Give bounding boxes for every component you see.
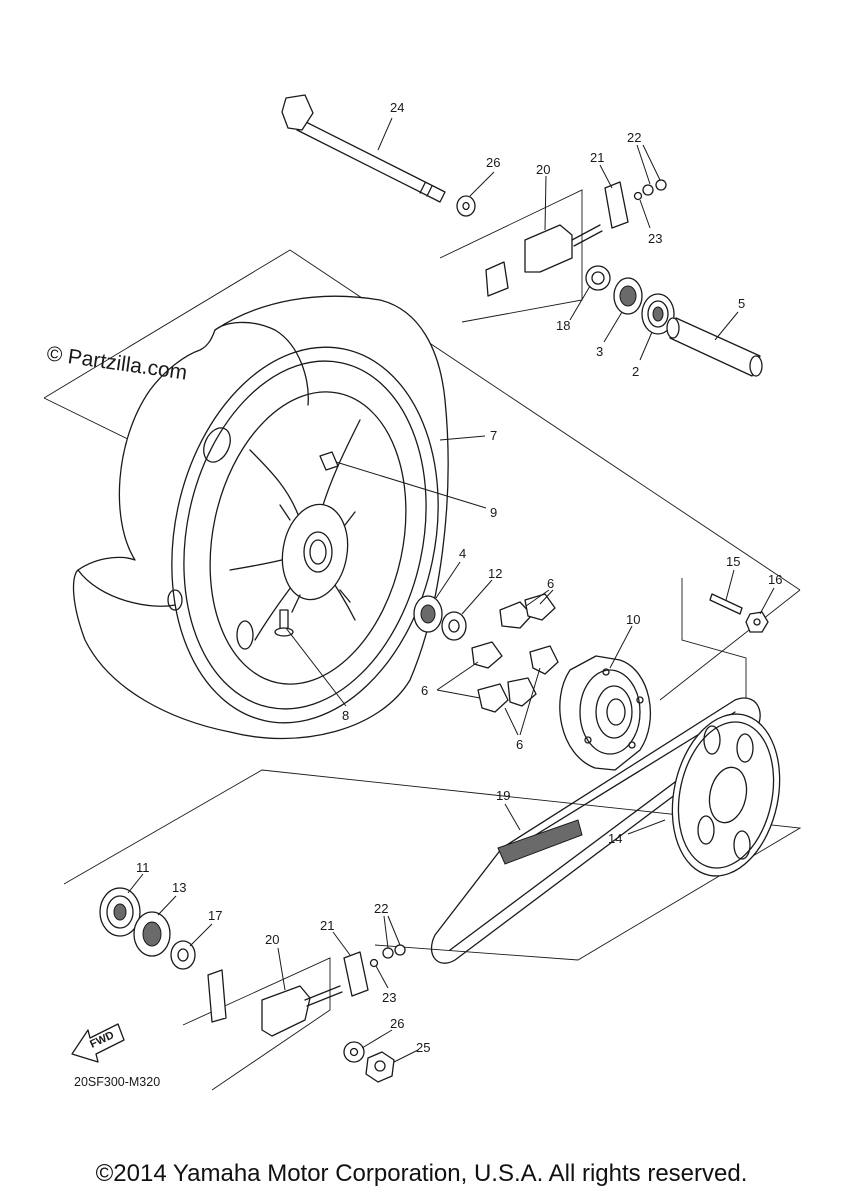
callout-9: 9 — [490, 505, 497, 520]
callout-14: 14 — [608, 831, 622, 846]
callout-17: 17 — [208, 908, 222, 923]
valve — [274, 609, 294, 637]
collar-top — [456, 195, 476, 217]
callout-24: 24 — [390, 100, 404, 115]
bearing-4 — [413, 595, 443, 633]
collar-18 — [585, 265, 611, 291]
partzilla-watermark: © Partzilla.com — [45, 342, 188, 384]
nut-16 — [745, 611, 769, 633]
callout-25: 25 — [416, 1040, 430, 1055]
callout-3: 3 — [596, 344, 603, 359]
callout-8: 8 — [342, 708, 349, 723]
sprocket — [671, 713, 781, 877]
callout-13: 13 — [172, 880, 186, 895]
seal-13 — [133, 911, 171, 957]
seal-3 — [613, 277, 643, 315]
callout-12: 12 — [488, 566, 502, 581]
callout-19: 19 — [496, 788, 510, 803]
callout-labels: 24 26 20 21 22 23 18 3 2 5 7 9 4 12 6 6 … — [136, 100, 782, 1055]
nuts-washer-bottom — [369, 944, 406, 968]
nut-25 — [365, 1051, 395, 1083]
nuts-washer-top — [633, 179, 667, 201]
puller-bottom — [207, 969, 343, 1037]
bearing-11 — [99, 887, 141, 937]
dampers — [471, 593, 559, 713]
callout-16: 16 — [768, 572, 782, 587]
callout-6-left: 6 — [421, 683, 428, 698]
callout-10: 10 — [626, 612, 640, 627]
balance-weight — [319, 451, 339, 471]
cap-bottom — [343, 951, 369, 997]
callout-15: 15 — [726, 554, 740, 569]
collar-17 — [170, 940, 196, 970]
callout-4: 4 — [459, 546, 466, 561]
spacer-5 — [666, 317, 763, 377]
callout-20-top: 20 — [536, 162, 550, 177]
callout-26-bottom: 26 — [390, 1016, 404, 1031]
callout-7: 7 — [490, 428, 497, 443]
callout-5: 5 — [738, 296, 745, 311]
callout-2: 2 — [632, 364, 639, 379]
callout-22-top: 22 — [627, 130, 641, 145]
callout-23-top: 23 — [648, 231, 662, 246]
leader-lines — [127, 117, 775, 1063]
callout-6-bottom: 6 — [516, 737, 523, 752]
clutch-hub — [559, 655, 652, 771]
collar-bottom — [343, 1041, 365, 1063]
callout-20-bottom: 20 — [265, 932, 279, 947]
collar-12 — [441, 611, 467, 641]
callout-11: 11 — [136, 860, 150, 875]
reference-frames — [43, 189, 802, 1091]
callout-18: 18 — [556, 318, 570, 333]
puller-top — [485, 224, 603, 297]
callout-21-bottom: 21 — [320, 918, 334, 933]
callout-21-top: 21 — [590, 150, 604, 165]
callout-6-top: 6 — [547, 576, 554, 591]
axle — [281, 94, 446, 203]
copyright-notice: ©2014 Yamaha Motor Corporation, U.S.A. A… — [95, 1160, 748, 1187]
bearing-2 — [641, 293, 675, 335]
callout-23-bottom: 23 — [382, 990, 396, 1005]
cap-top — [604, 181, 629, 229]
tire-wheel-assembly — [72, 295, 449, 740]
callout-26-top: 26 — [486, 155, 500, 170]
diagram-code: 20SF300-M320 — [74, 1075, 160, 1089]
callout-22-bottom: 22 — [374, 901, 388, 916]
forward-arrow: FWD — [71, 1023, 125, 1063]
stud-bolt — [709, 593, 743, 615]
